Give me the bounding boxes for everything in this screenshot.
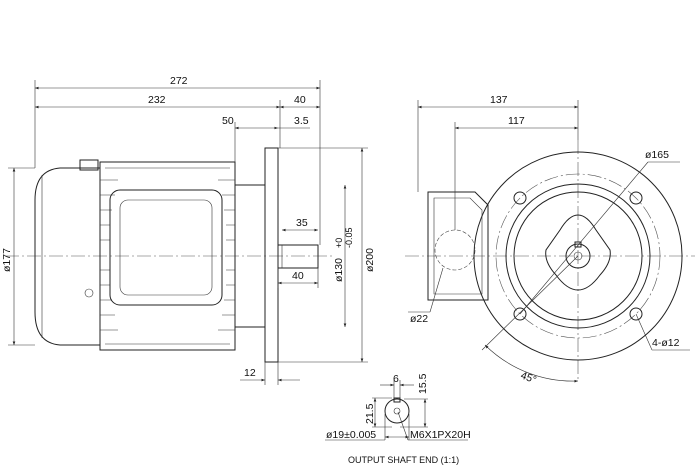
terminal-box-end — [427, 191, 489, 301]
cooling-fins — [100, 179, 235, 331]
side-dimensions: 272 232 40 50 3.5 35 40 ø177 ø130 +0 -0.… — [1, 75, 376, 385]
dim-shaft-diameter: ø19±0.005 — [326, 429, 376, 441]
dim-key-width: 6 — [393, 373, 399, 385]
dim-pcd: ø165 — [645, 149, 669, 161]
dim-body-diameter: ø177 — [1, 248, 13, 272]
terminal-box — [109, 189, 223, 306]
earth-screw — [84, 288, 94, 298]
dim-box-center-offset: 117 — [508, 115, 525, 127]
fan-cover — [34, 167, 101, 346]
dim-angle: 45° — [519, 370, 538, 387]
dim-spigot-offset: 3.5 — [294, 115, 309, 127]
dim-key-height: 15.5 — [417, 373, 429, 394]
shaft-end — [565, 243, 591, 269]
end-dimensions: 137 117 ø165 4-ø12 45° ø22 — [408, 94, 690, 386]
dim-holes: 4-ø12 — [652, 337, 680, 349]
dim-shaft-height: 21.5 — [364, 403, 376, 424]
dim-body-length: 232 — [148, 94, 166, 106]
dim-spigot-diameter: ø130 — [333, 258, 345, 282]
cable-entry — [434, 229, 476, 271]
dim-shaft-length-lower: 40 — [292, 270, 304, 282]
dim-flange-thickness: 12 — [244, 367, 256, 379]
pcd-circle — [495, 173, 661, 339]
shaft-section — [384, 398, 410, 424]
shaft — [277, 244, 319, 269]
bolt-holes — [513, 191, 643, 321]
end-view: 137 117 ø165 4-ø12 45° ø22 — [405, 94, 695, 386]
dim-key-length: 35 — [296, 217, 308, 229]
dim-flange-offset: 50 — [222, 115, 234, 127]
flange — [264, 147, 279, 363]
dim-cable-entry: ø22 — [410, 313, 428, 325]
shaft-detail: 6 15.5 21.5 ø19±0.005 M6X1PX20H OUTPUT S… — [325, 373, 471, 465]
dim-shaft-length: 40 — [294, 94, 306, 106]
dim-flange-diameter: ø200 — [364, 248, 376, 272]
hub — [545, 214, 611, 291]
motor-body — [99, 161, 236, 351]
dim-overall-length: 272 — [170, 75, 188, 87]
dim-spigot-tol-lower: -0.05 — [344, 227, 354, 248]
dim-thread: M6X1PX20H — [410, 429, 471, 441]
dim-spigot-tol-upper: +0 — [334, 238, 344, 248]
side-view: 272 232 40 50 3.5 35 40 ø177 ø130 +0 -0.… — [1, 75, 376, 385]
shaft-detail-caption: OUTPUT SHAFT END (1:1) — [348, 455, 459, 465]
dim-box-offset: 137 — [490, 94, 508, 106]
